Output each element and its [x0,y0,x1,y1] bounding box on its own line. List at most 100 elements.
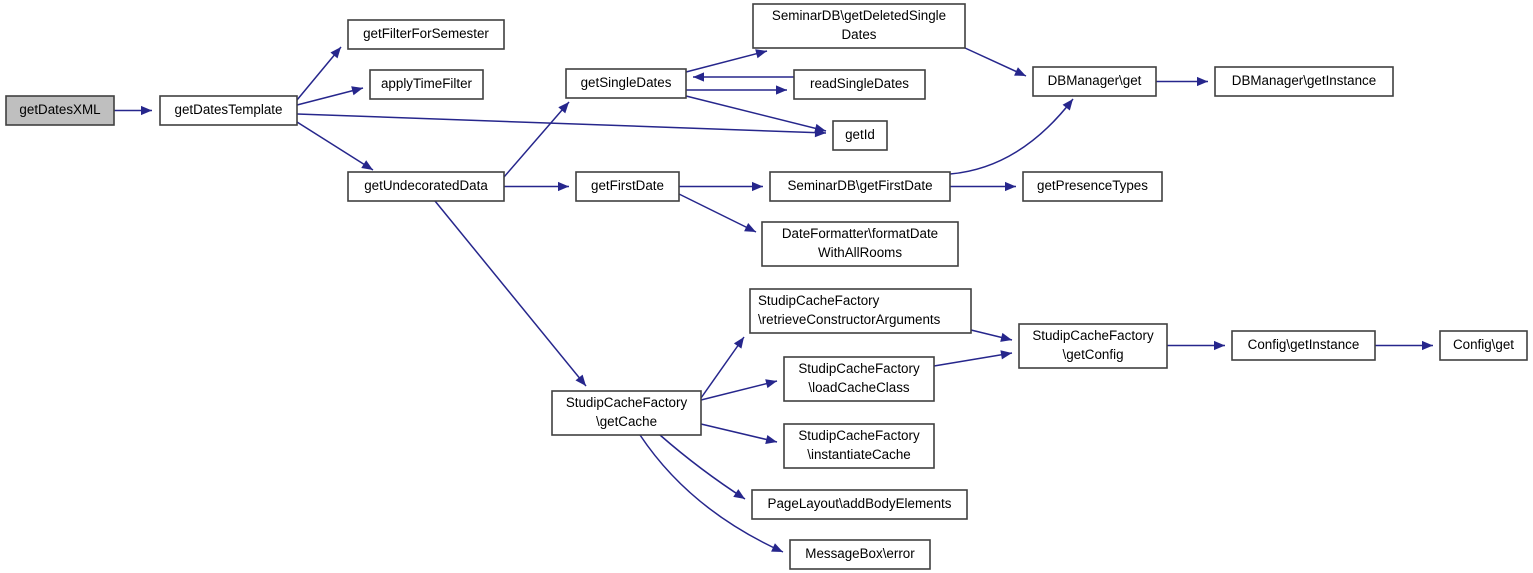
arrowhead-icon [558,102,569,114]
node-studipCacheFactoryRetrieveConstructorArguments[interactable]: StudipCacheFactory\retrieveConstructorAr… [749,288,972,334]
node-studipCacheFactoryGetConfig[interactable]: StudipCacheFactory \getConfig [1018,323,1168,369]
node-box[interactable] [369,69,484,100]
node-box[interactable] [789,539,931,570]
edge-getDatesXML-to-getDatesTemplate [114,105,152,116]
node-getSingleDates[interactable]: getSingleDates [565,68,687,99]
node-messageBoxError[interactable]: MessageBox\error [789,539,931,570]
node-label: PageLayout\addBodyElements [768,496,952,511]
arrowhead-icon [1000,350,1012,360]
node-box[interactable] [1439,330,1528,361]
node-label: getDatesXML [19,102,100,117]
node-box[interactable] [751,489,968,520]
edge-getDatesTemplate-to-getFilterForSemester [296,46,342,101]
node-box[interactable] [783,356,935,402]
node-label: DBManager\get [1048,73,1142,88]
node-studipCacheFactoryGetCache[interactable]: StudipCacheFactory\getCache [551,390,702,436]
node-label: StudipCacheFactory [566,395,688,410]
edge-studipCacheFactoryGetConfig-to-configGetInstance [1167,340,1225,351]
node-getDatesTemplate[interactable]: getDatesTemplate [159,95,298,126]
node-box[interactable] [575,171,680,202]
node-box[interactable] [1018,323,1168,369]
arrowhead-icon [141,105,152,116]
node-studipCacheFactoryLoadCacheClass[interactable]: StudipCacheFactory\loadCacheClass [783,356,935,402]
arrowhead-icon [765,379,777,389]
node-readSingleDates[interactable]: readSingleDates [793,69,926,100]
edge-line [700,423,778,443]
node-label: DateFormatter\formatDate [782,226,938,241]
arrowhead-icon [733,337,744,349]
node-box[interactable] [1214,66,1394,97]
node-DBManagerGetInstance[interactable]: DBManager\getInstance [1214,66,1394,97]
node-label: SeminarDB\getDeletedSingle [772,8,946,23]
node-box[interactable] [749,288,972,334]
arrowhead-icon [765,434,777,444]
node-getFirstDate[interactable]: getFirstDate [575,171,680,202]
node-box[interactable] [761,221,959,267]
node-box[interactable] [1022,171,1163,202]
node-box[interactable] [159,95,298,126]
node-label: getSingleDates [581,75,672,90]
arrowhead-icon [1000,332,1012,342]
nodes-layer: getDatesXML getDatesTemplate getFilterForS… [5,3,1528,570]
node-label: \instantiateCache [807,447,910,462]
arrowhead-icon [351,86,363,96]
node-box[interactable] [769,171,951,202]
edge-readSingleDates-to-getSingleDates [693,72,794,82]
node-box[interactable] [347,19,505,50]
edge-getUndecoratedData-to-studipCacheFactoryGetCache [434,200,587,387]
node-box[interactable] [752,3,966,49]
edge-line [296,46,342,101]
node-label: \getConfig [1062,347,1123,362]
edge-line [685,95,827,132]
node-label: WithAllRooms [818,245,902,260]
edge-line [700,336,745,399]
node-applyTimeFilter[interactable]: applyTimeFilter [369,69,484,100]
node-box[interactable] [783,423,935,469]
node-label: getUndecoratedData [364,178,488,193]
edge-line [503,101,570,178]
node-box[interactable] [1231,330,1376,361]
edge-getFirstDate-to-dateFormatterFormatDateWithAllRooms [678,193,757,233]
edge-configGetInstance-to-configGet [1375,340,1433,351]
node-pageLayoutAddBodyElements[interactable]: PageLayout\addBodyElements [751,489,968,520]
node-label: MessageBox\error [805,546,915,561]
node-label: applyTimeFilter [381,76,473,91]
node-getUndecoratedData[interactable]: getUndecoratedData [347,171,505,202]
node-getDatesXML[interactable]: getDatesXML [5,95,115,126]
edge-line [434,200,587,387]
arrowhead-icon [776,85,787,95]
edge-line [659,434,746,500]
node-configGet[interactable]: Config\get [1439,330,1528,361]
arrowhead-icon [771,543,783,552]
edge-line [296,113,827,134]
node-box[interactable] [565,68,687,99]
node-getFilterForSemester[interactable]: getFilterForSemester [347,19,505,50]
node-box[interactable] [5,95,115,126]
node-getId[interactable]: getId [832,120,888,151]
arrowhead-icon [330,47,341,59]
node-label: DBManager\getInstance [1232,73,1376,88]
node-label: SeminarDB\getFirstDate [787,178,932,193]
node-DBManagerGet[interactable]: DBManager\get [1032,66,1157,97]
node-label: StudipCacheFactory [1032,328,1154,343]
node-label: Config\get [1453,337,1514,352]
node-box[interactable] [1032,66,1157,97]
node-box[interactable] [551,390,702,436]
node-box[interactable] [832,120,888,151]
node-seminarDBgetFirstDate[interactable]: SeminarDB\getFirstDate [769,171,951,202]
edge-getSingleDates-to-readSingleDates [686,85,787,95]
node-box[interactable] [793,69,926,100]
node-configGetInstance[interactable]: Config\getInstance [1231,330,1376,361]
edge-studipCacheFactoryGetCache-to-studipCacheFactoryInstantiateCache [700,423,778,444]
node-box[interactable] [347,171,505,202]
node-studipCacheFactoryInstantiateCache[interactable]: StudipCacheFactory\instantiateCache [783,423,935,469]
arrowhead-icon [752,181,763,192]
edge-getUndecoratedData-to-getFirstDate [504,181,569,192]
node-getPresenceTypes[interactable]: getPresenceTypes [1022,171,1163,202]
edge-getFirstDate-to-seminarDBgetFirstDate [679,181,763,192]
edge-studipCacheFactoryLoadCacheClass-to-studipCacheFactoryGetConfig [933,350,1013,367]
arrowhead-icon [361,160,373,170]
